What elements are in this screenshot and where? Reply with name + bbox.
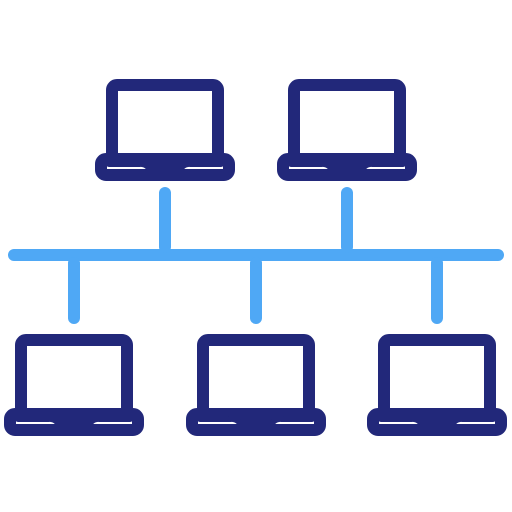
laptop-top-right-icon [277,79,417,181]
laptop-base [277,153,417,181]
laptop-top-left-icon [95,79,235,181]
laptop-trackpad [318,160,376,171]
laptop-bottom-left-icon [4,334,144,436]
laptop-screen [378,334,496,420]
laptop-base [186,408,326,436]
laptop-screen [197,334,315,420]
laptop-base [4,408,144,436]
laptop-trackpad [45,415,103,426]
laptop-trackpad [136,160,194,171]
laptop-bottom-center-icon [186,334,326,436]
laptop-trackpad [408,415,466,426]
laptop-screen [15,334,133,420]
network-connections [8,187,504,324]
laptop-screen [106,79,224,165]
laptop-trackpad [227,415,285,426]
laptop-base [95,153,235,181]
laptop-base [367,408,507,436]
laptop-screen [288,79,406,165]
laptop-bottom-right-icon [367,334,507,436]
